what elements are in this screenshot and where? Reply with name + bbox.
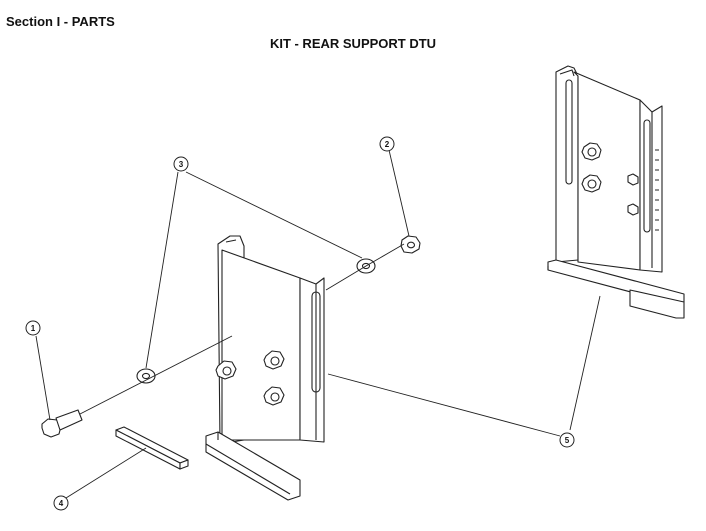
rear-support-bracket-exploded (205, 235, 325, 501)
bolt-part (41, 409, 83, 438)
callout-3-label: 3 (179, 160, 184, 169)
rear-support-bracket-assembled (547, 65, 685, 319)
washer-part-left (136, 368, 156, 384)
callout-5: 5 (559, 432, 575, 448)
callout-2-label: 2 (385, 140, 390, 149)
callout-1: 1 (25, 320, 41, 336)
callout-3: 3 (173, 156, 189, 172)
kit-title: KIT - REAR SUPPORT DTU (269, 36, 437, 51)
key-part (115, 426, 189, 470)
assembly-line-bolt (79, 335, 233, 415)
assembly-line-nut (325, 243, 405, 291)
callout-5-label: 5 (565, 436, 570, 445)
section-title: Section I - PARTS (6, 14, 115, 29)
callout-1-label: 1 (31, 324, 36, 333)
callout-2: 2 (379, 136, 395, 152)
callout-4: 4 (53, 495, 69, 511)
nut-part (400, 235, 421, 254)
callout-4-label: 4 (59, 499, 64, 508)
